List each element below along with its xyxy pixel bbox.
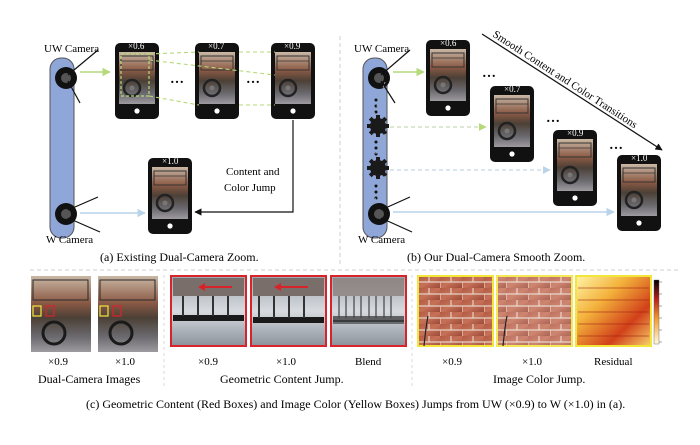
uw-lens-icon: [55, 49, 99, 104]
image-label: ×1.0: [115, 356, 135, 368]
w-lens-icon: [55, 196, 101, 233]
tablet-icon: [488, 84, 536, 164]
caption-c: (c) Geometric Content (Red Boxes) and Im…: [86, 397, 625, 411]
panel-c: ×0.9 ×1.0 Dual-Camera Images: [31, 275, 662, 411]
tablet-icon: [615, 153, 663, 233]
dual-camera-image: [31, 276, 91, 352]
w-camera-label: W Camera: [358, 234, 405, 246]
dual-camera-image: [98, 276, 158, 352]
image-label: ×1.0: [276, 356, 296, 368]
w-camera-label: W Camera: [46, 234, 93, 246]
geometric-crop: [250, 275, 327, 347]
image-label: ×0.9: [48, 356, 68, 368]
dual-camera-title: Dual-Camera Images: [38, 372, 141, 386]
link-lines: [372, 81, 386, 206]
tablet-icon: [424, 38, 472, 118]
image-label: ×0.9: [442, 356, 462, 368]
zoom-label: ×1.0: [162, 156, 179, 166]
tablet-icon: [193, 41, 241, 121]
zoom-label: ×0.7: [504, 84, 521, 94]
ellipsis: …: [546, 111, 560, 126]
tablet-icon: [269, 41, 317, 121]
residual-map: [575, 275, 652, 347]
jump-label: Content and: [226, 166, 280, 178]
w-lens-icon: [368, 196, 413, 233]
geometric-title: Geometric Content Jump.: [220, 372, 344, 386]
zoom-label: ×0.6: [440, 38, 457, 48]
tablet-icon: [146, 156, 194, 236]
transition-arrow: [481, 33, 663, 151]
camera-bar: [49, 57, 75, 239]
color-crop: [496, 275, 573, 347]
uw-camera-label: UW Camera: [44, 43, 99, 55]
virtual-lens-icon: [367, 157, 389, 179]
jump-arrow: [194, 120, 294, 216]
ellipsis: …: [482, 66, 496, 81]
zoom-label: ×0.9: [567, 128, 584, 138]
zoom-label: ×0.6: [128, 41, 145, 51]
tablet-icon: [551, 128, 599, 208]
zoom-correspondence-lines: [148, 51, 276, 106]
zoom-label: ×0.9: [284, 41, 301, 51]
ellipsis: …: [246, 72, 260, 87]
image-label: ×1.0: [522, 356, 542, 368]
panel-a: UW Camera W Camera ×0.6 ×0.7 ×0.9 … … ×1…: [44, 41, 317, 264]
caption-b: (b) Our Dual-Camera Smooth Zoom.: [407, 250, 585, 264]
zoom-label: ×0.7: [208, 41, 225, 51]
colorbar-ticks: [659, 281, 662, 343]
ellipsis: …: [609, 138, 623, 153]
ellipsis: …: [170, 72, 184, 87]
color-title: Image Color Jump.: [493, 372, 585, 386]
geometric-crop: [170, 275, 247, 347]
jump-label: Color Jump: [224, 182, 276, 194]
colorbar: [653, 279, 660, 345]
ellipsis-dots: [374, 98, 378, 200]
color-crop: [417, 275, 494, 347]
uw-camera-label: UW Camera: [354, 43, 409, 55]
zoom-label: ×1.0: [631, 153, 648, 163]
image-label: Residual: [594, 356, 633, 368]
caption-a: (a) Existing Dual-Camera Zoom.: [100, 250, 259, 264]
image-label: Blend: [355, 356, 382, 368]
image-label: ×0.9: [198, 356, 218, 368]
geometric-crop: [330, 275, 407, 347]
panel-b: UW Camera W Camera ×0.6 ×0.7 ×0.9 ×1.0 ……: [354, 28, 663, 264]
virtual-lens-icon: [367, 115, 389, 137]
